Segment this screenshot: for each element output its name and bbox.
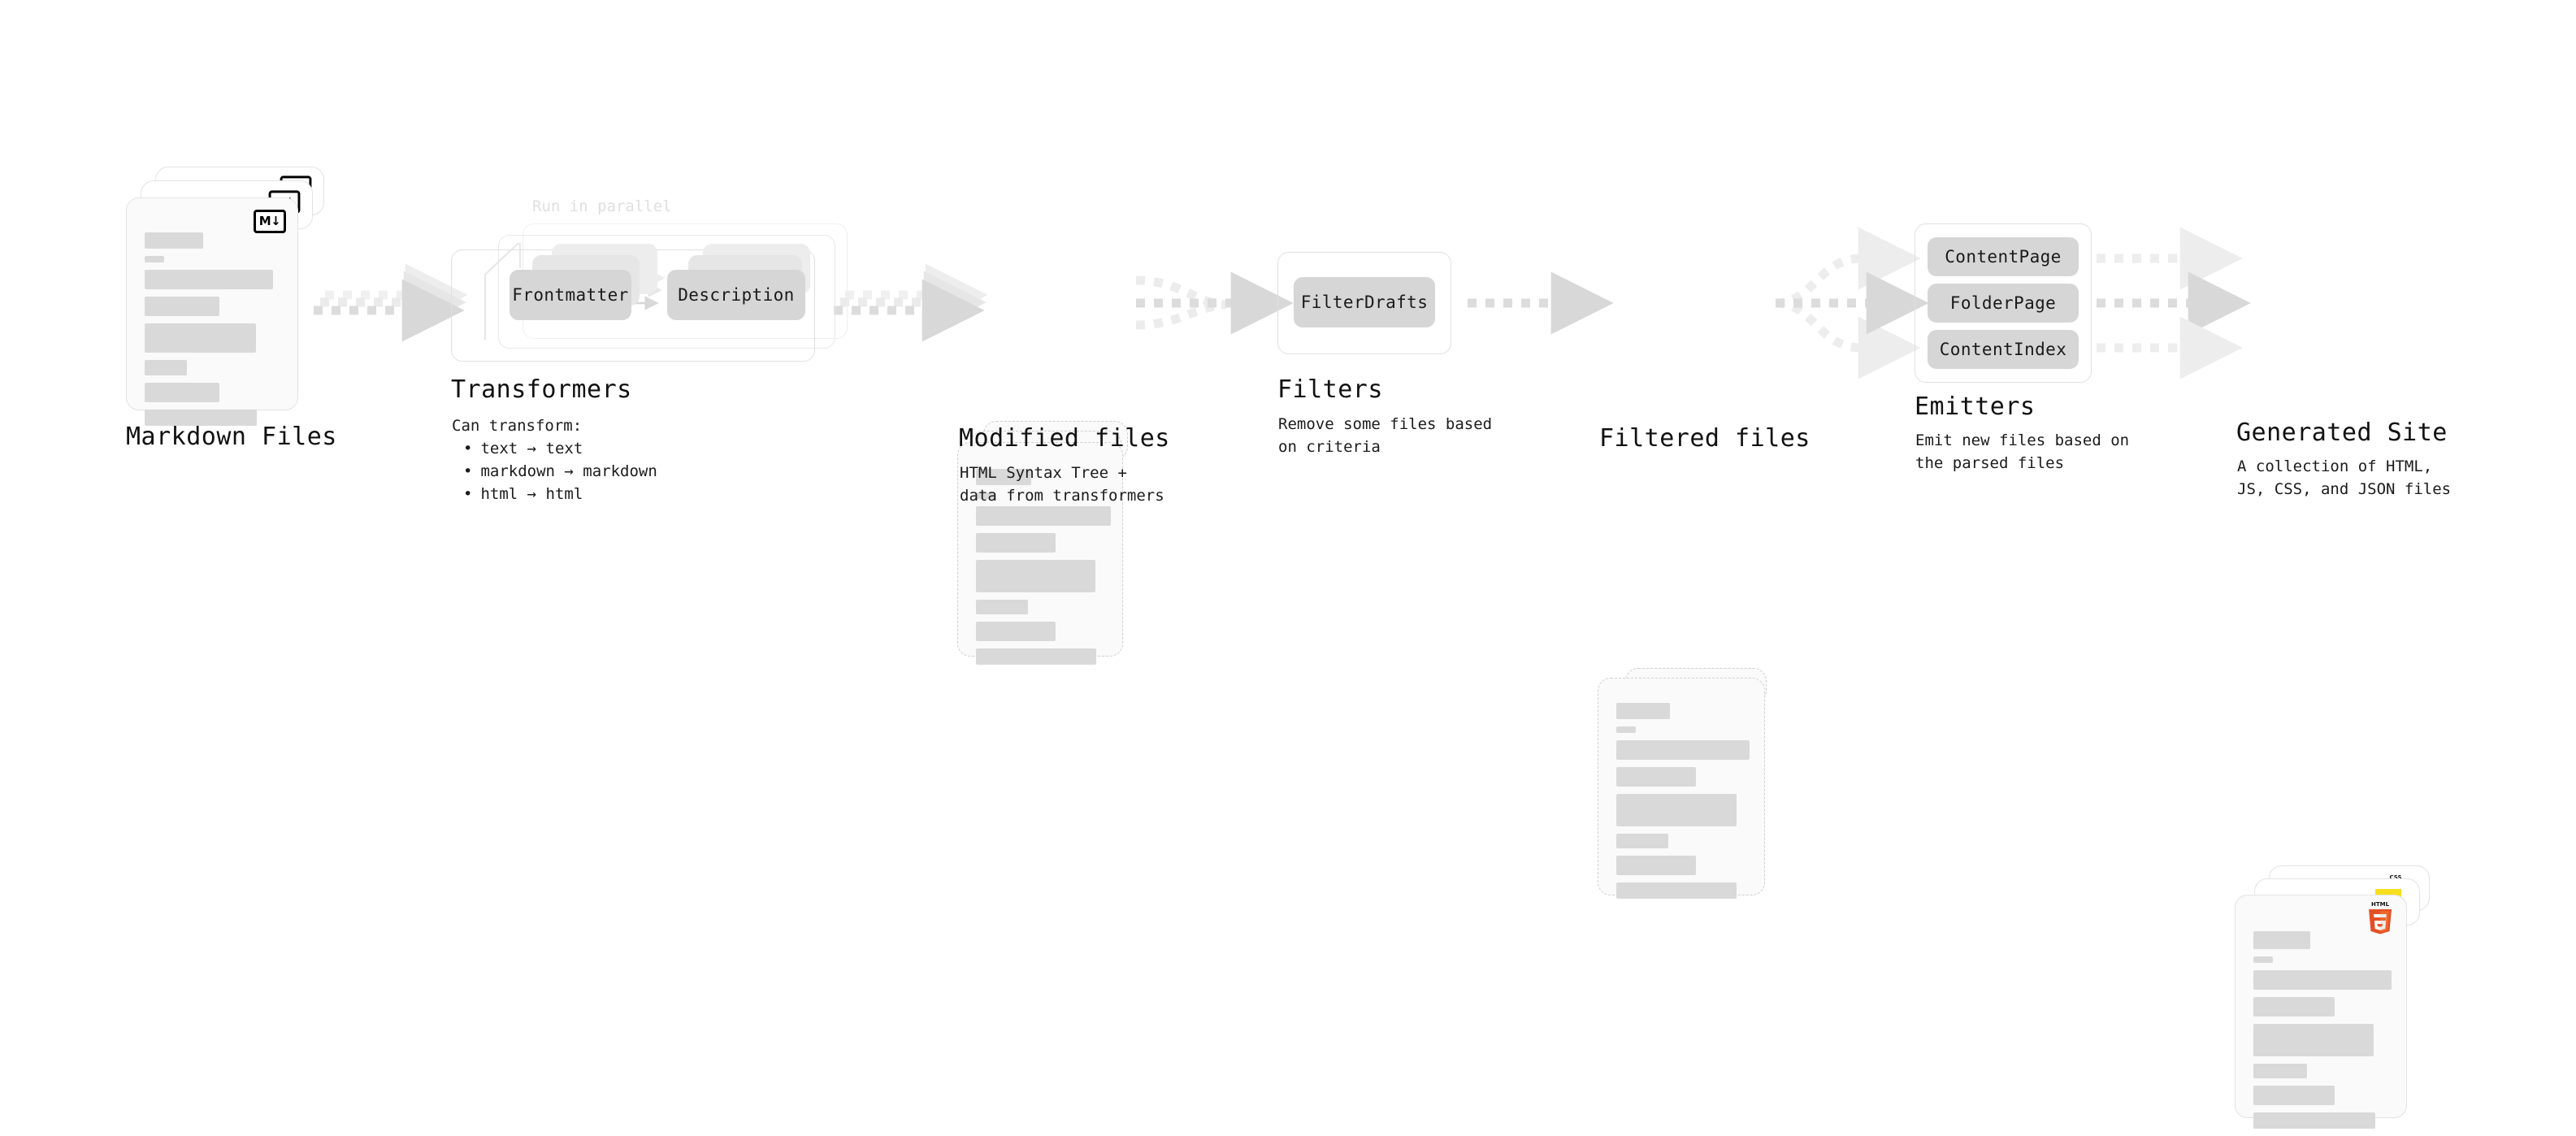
content-bar [145,410,257,426]
document-card-front[interactable] [1598,678,1765,899]
content-bar [2253,997,2335,1017]
content-bar [976,492,995,499]
stage-title-emitters: Emitters [1915,392,2036,421]
emitter-node-folderpage[interactable]: FolderPage [1928,284,2079,323]
stage-subtitle-emitters: Emit new files based on the parsed files [1915,431,2130,473]
content-bar [2253,1064,2307,1078]
stage-markdown-files[interactable]: M↓ M↓ M↓ [126,167,337,426]
transformers-bullet-item: text → text [463,437,657,460]
transformers-bullet-item: html → html [463,483,657,505]
document-content-lines [145,232,280,433]
content-bar [145,232,203,249]
content-bar [1616,856,1696,875]
transformer-group-box-back-1 [498,235,835,349]
content-bar [1616,726,1636,733]
content-bar [1616,794,1737,826]
document-content-lines [2253,931,2392,1136]
content-bar [976,506,1111,526]
content-bar [2253,970,2392,990]
content-bar [145,270,273,289]
content-bar [976,622,1056,641]
stage-title-markdown-files: Markdown Files [126,423,337,451]
content-bar [145,323,256,353]
content-bar [1616,703,1670,719]
filter-node-filterdrafts[interactable]: FilterDrafts [1294,277,1435,327]
content-bar [2253,1112,2375,1129]
html5-badge-icon: HTML [2366,899,2395,934]
document-content-lines [976,469,1111,672]
markdown-badge-icon: M↓ [254,210,286,233]
stage-title-transformers: Transformers [451,375,632,404]
content-bar [145,256,164,262]
transformers-bullets: Can transform: text → text markdown → ma… [452,414,657,505]
content-bar [2253,956,2273,963]
run-in-parallel-note: Run in parallel [532,197,672,215]
document-card-front[interactable]: HTML [2235,895,2407,1129]
stage-transformers[interactable]: Frontmatter Description [451,223,857,362]
transformer-node-frontmatter[interactable]: Frontmatter [510,270,631,320]
connector-filtered-to-emitters [1775,227,1929,379]
content-bar [2253,1086,2335,1105]
content-bar [1616,767,1696,787]
content-bar [1616,740,1750,760]
content-bar [145,360,187,375]
content-bar [2253,931,2310,949]
emitter-node-contentpage[interactable]: ContentPage [1928,237,2079,276]
content-bar [976,648,1096,665]
document-content-lines [1616,703,1750,906]
document-card-front[interactable]: M↓ [126,197,298,426]
stage-subtitle-generated-site: A collection of HTML, JS, CSS, and JSON … [2237,457,2452,499]
diagram-canvas: M↓ M↓ M↓ Markdown Files Run in parallel [0,0,2576,681]
emitters-group-box[interactable] [1915,223,2092,383]
stage-title-filters: Filters [1277,375,1383,404]
content-bar [976,533,1056,553]
svg-text:HTML: HTML [2371,901,2390,908]
content-bar [2253,1024,2374,1056]
stage-subtitle-filters: Remove some files based on criteria [1278,415,1493,457]
stage-modified-files[interactable] [957,421,1144,665]
connector-emitters-to-site [2097,227,2251,379]
content-bar [976,560,1095,592]
content-bar [976,600,1028,614]
stage-title-modified-files: Modified files [959,424,1170,453]
content-bar [145,297,219,316]
stage-subtitle-modified-files: HTML Syntax Tree + data from transformer… [960,464,1164,505]
transformers-bullet-list: text → text markdown → markdown html → h… [452,437,657,505]
content-bar [1616,882,1737,899]
emitter-node-contentindex[interactable]: ContentIndex [1928,330,2079,369]
stage-filtered-files[interactable] [1598,668,1785,899]
transformers-bullet-item: markdown → markdown [463,460,657,483]
content-bar [1616,834,1668,848]
document-card-front[interactable] [957,442,1123,665]
transformers-bullets-lead: Can transform: [452,417,583,435]
stage-filters[interactable]: FilterDrafts [1277,252,1455,356]
content-bar [145,383,219,402]
content-bar [976,469,1031,485]
stage-title-filtered-files: Filtered files [1599,424,1811,453]
stage-generated-site[interactable]: CSS HTML [2235,865,2446,1129]
connector-modified-to-filters [1135,271,1294,335]
filters-group-box[interactable] [1277,252,1451,354]
stage-emitters[interactable]: ContentPage FolderPage ContentIndex [1915,223,2101,386]
transformer-node-description[interactable]: Description [667,270,805,320]
stage-title-generated-site: Generated Site [2236,418,2448,447]
